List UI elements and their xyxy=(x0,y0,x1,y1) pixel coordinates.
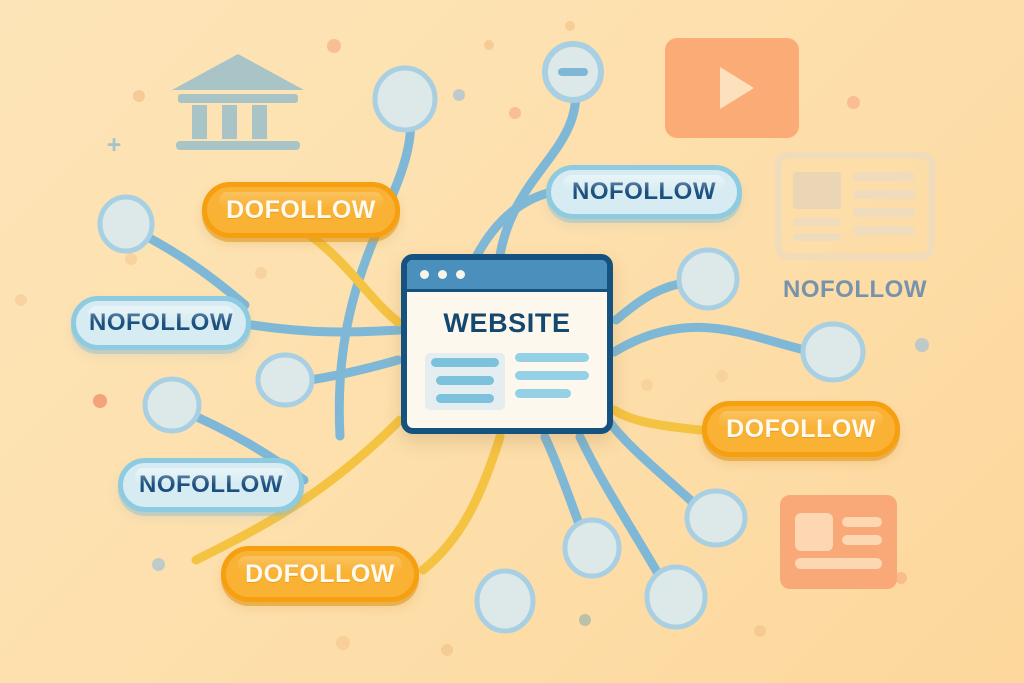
content-bar xyxy=(515,371,589,380)
backlink-label-text: NOFOLLOW xyxy=(139,471,283,498)
connector-dofollow xyxy=(418,432,505,575)
window-dot-icon[interactable] xyxy=(438,270,447,279)
backlink-label-nofollow[interactable]: NOFOLLOW xyxy=(546,165,742,219)
backlink-label-nofollow[interactable]: NOFOLLOW xyxy=(118,458,304,512)
link-node xyxy=(562,517,622,579)
content-block-left xyxy=(425,353,505,410)
link-node xyxy=(644,564,708,630)
background-speck xyxy=(15,294,27,306)
connector-nofollow xyxy=(247,320,405,337)
background-speck xyxy=(93,394,107,408)
window-dot-icon[interactable] xyxy=(456,270,465,279)
minus-icon xyxy=(558,68,588,76)
institution-building-icon xyxy=(172,54,304,150)
background-speck xyxy=(255,267,267,279)
link-node xyxy=(676,247,740,311)
content-bar xyxy=(431,358,499,367)
plus-icon: + xyxy=(106,131,122,159)
background-speck xyxy=(565,21,575,31)
background-speck xyxy=(579,614,591,626)
backlink-label-nofollow[interactable]: NOFOLLOW xyxy=(71,296,251,350)
card-content xyxy=(407,339,607,410)
card-titlebar xyxy=(407,260,607,292)
background-speck xyxy=(509,107,521,119)
background-speck xyxy=(327,39,341,53)
link-node xyxy=(800,321,866,383)
background-speck xyxy=(453,89,465,101)
backlink-label-text: NOFOLLOW xyxy=(89,309,233,336)
link-node xyxy=(372,65,438,133)
background-speck xyxy=(484,40,494,50)
card-line xyxy=(842,517,882,527)
background-speck xyxy=(716,370,728,382)
background-speck xyxy=(151,557,165,571)
media-card-icon xyxy=(780,495,897,589)
content-bar xyxy=(515,353,589,362)
connector-dofollow xyxy=(609,405,705,435)
backlink-label-text: DOFOLLOW xyxy=(726,414,876,443)
link-node-blocked xyxy=(542,41,604,103)
backlink-label-dofollow[interactable]: DOFOLLOW xyxy=(702,401,900,457)
play-triangle-icon xyxy=(719,67,754,109)
video-play-icon xyxy=(665,38,799,138)
window-dot-icon[interactable] xyxy=(420,270,429,279)
backlink-label-text: DOFOLLOW xyxy=(226,195,376,224)
link-node xyxy=(142,376,202,434)
nofollow-ghost-label: NOFOLLOW xyxy=(783,276,927,303)
article-page-icon xyxy=(775,152,935,260)
link-node xyxy=(684,488,748,548)
connector-nofollow xyxy=(495,75,581,260)
backlink-label-dofollow[interactable]: DOFOLLOW xyxy=(202,182,400,238)
website-card[interactable]: WEBSITE xyxy=(401,254,613,434)
content-bar xyxy=(515,389,571,398)
content-block-right xyxy=(515,353,589,410)
page-title: WEBSITE xyxy=(443,308,571,338)
backlink-label-dofollow[interactable]: DOFOLLOW xyxy=(221,546,419,602)
background-speck xyxy=(754,625,766,637)
connector-dofollow xyxy=(305,230,403,327)
background-speck xyxy=(915,338,929,352)
link-node xyxy=(97,194,155,254)
content-bar xyxy=(436,376,494,385)
link-node xyxy=(255,352,315,408)
background-speck xyxy=(846,95,860,109)
connector-dofollow xyxy=(191,415,405,565)
background-speck xyxy=(125,253,137,265)
card-line xyxy=(842,535,882,545)
background-speck xyxy=(641,379,653,391)
background-speck xyxy=(895,572,907,584)
background-speck xyxy=(441,644,453,656)
content-bar xyxy=(436,394,494,403)
card-thumbnail xyxy=(795,513,833,551)
background-speck xyxy=(133,90,145,102)
background-speck xyxy=(336,636,350,650)
backlink-label-text: DOFOLLOW xyxy=(245,559,395,588)
backlink-label-text: NOFOLLOW xyxy=(572,178,716,205)
card-line xyxy=(795,558,882,569)
link-node xyxy=(474,568,536,634)
